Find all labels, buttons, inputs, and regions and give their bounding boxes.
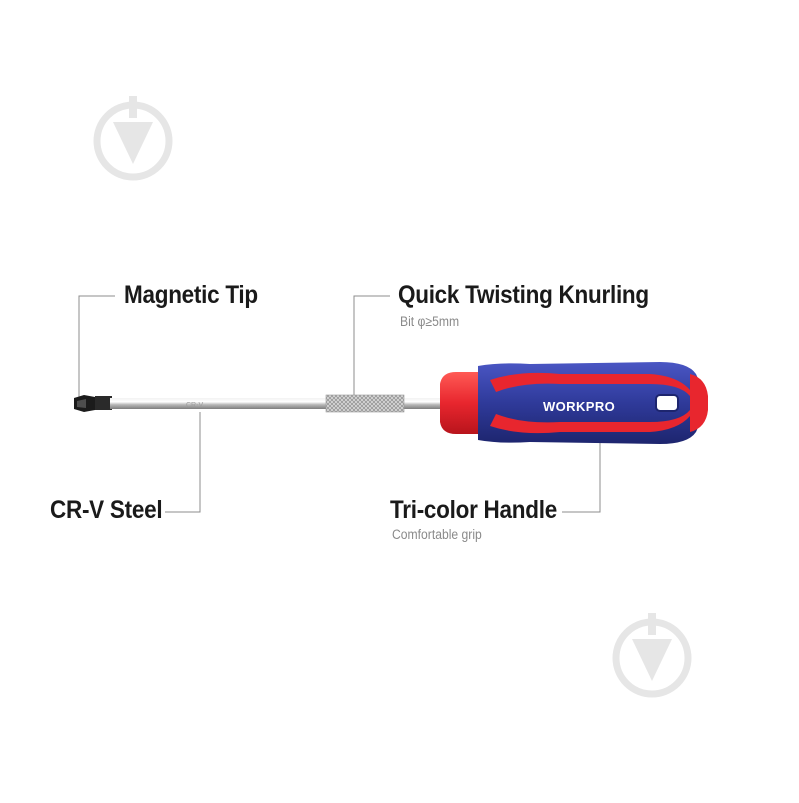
shaft-marking: CR-V [186,402,203,409]
leader-lines [78,295,601,513]
steel-label: CR-V Steel [50,496,163,524]
knurling-subtitle: Bit φ≥5mm [400,314,460,329]
leader-line-knurling [353,295,390,395]
watermark-drop-icon [612,613,692,698]
watermark-drop-icon [93,96,173,181]
magnetic-tip [74,395,112,412]
handle-label: Tri-color Handle [390,496,557,524]
magnetic-tip-label: Magnetic Tip [124,281,258,309]
shaft [110,398,440,409]
tri-color-handle [440,362,708,444]
leader-line-handle [562,415,601,513]
knurling-label: Quick Twisting Knurling [398,281,649,309]
hanging-hole [655,394,679,412]
handle-brand-logo: WORKPRO [543,399,615,414]
knurling [325,394,405,413]
leader-line-steel [165,412,201,513]
handle-subtitle: Comfortable grip [392,527,482,542]
leader-line-magnetic-tip [78,295,115,403]
